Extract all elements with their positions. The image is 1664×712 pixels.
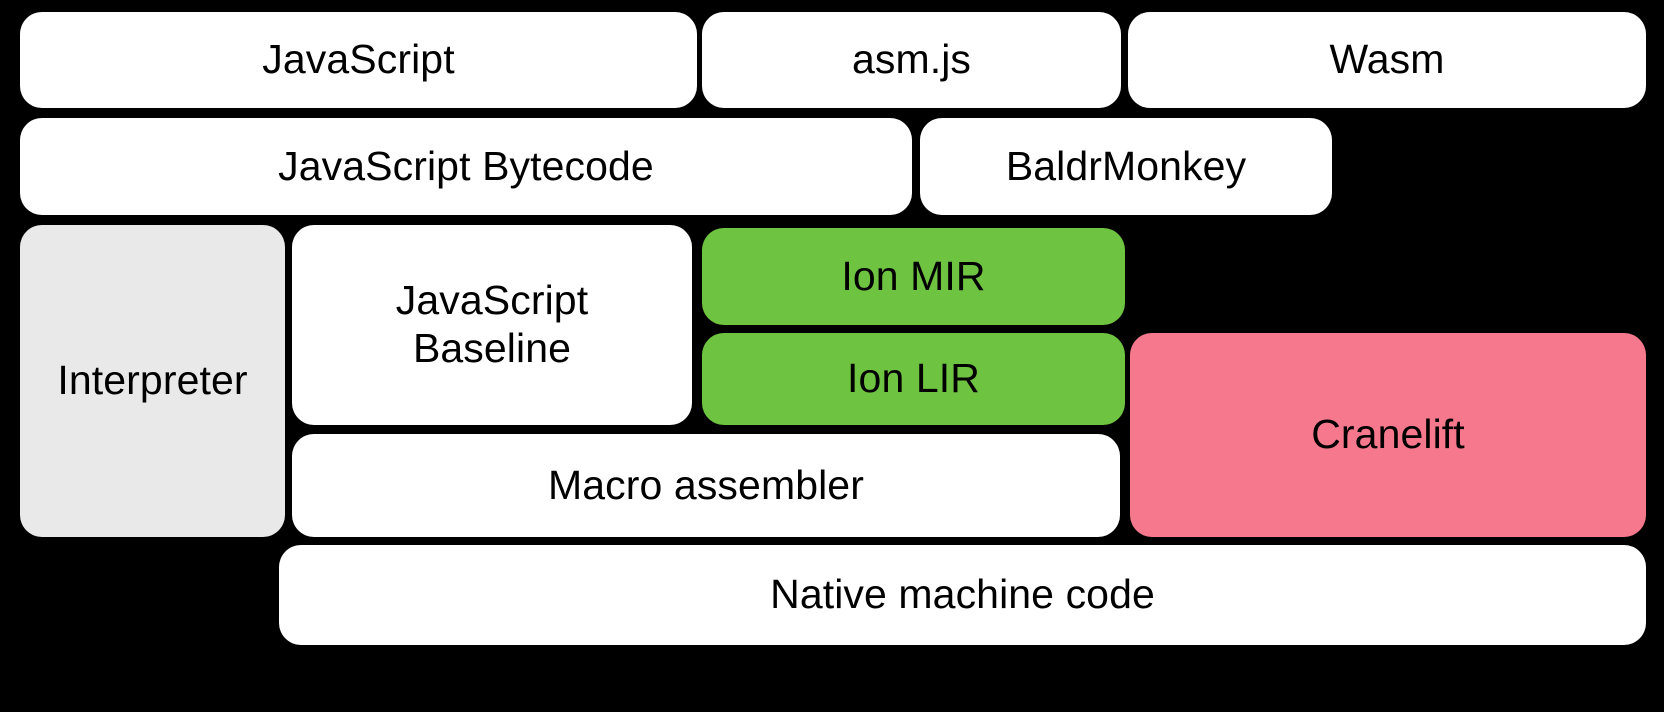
- node-baldrmonkey: BaldrMonkey: [920, 118, 1332, 215]
- node-javascript-baseline: JavaScript Baseline: [292, 225, 692, 425]
- node-javascript: JavaScript: [20, 12, 697, 108]
- node-asmjs: asm.js: [702, 12, 1121, 108]
- node-native-machine-code: Native machine code: [279, 545, 1646, 645]
- node-ion-lir: Ion LIR: [702, 333, 1125, 425]
- node-javascript-bytecode: JavaScript Bytecode: [20, 118, 912, 215]
- node-macro-assembler: Macro assembler: [292, 434, 1120, 537]
- node-cranelift: Cranelift: [1130, 333, 1646, 537]
- node-interpreter: Interpreter: [20, 225, 285, 537]
- node-wasm: Wasm: [1128, 12, 1646, 108]
- node-ion-mir: Ion MIR: [702, 228, 1125, 325]
